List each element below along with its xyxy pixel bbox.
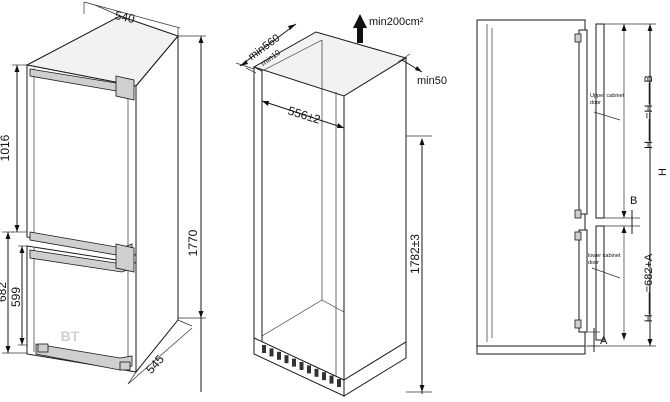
left-fridge-side xyxy=(135,34,179,374)
middle-cabinet-side xyxy=(343,57,407,381)
upper-door-label-line1: Upper cabinet xyxy=(590,93,625,99)
vent-slot xyxy=(337,379,341,387)
left-fridge-view: 540 1016 682 599 1770 545 xyxy=(0,1,206,392)
vent-slot xyxy=(277,351,281,360)
vent-slot xyxy=(322,372,326,381)
left-upper-door xyxy=(26,64,137,256)
middle-cabinet-left-panel xyxy=(253,66,263,343)
lower-door-label-line2: door xyxy=(588,260,599,266)
right-lower-door xyxy=(578,229,588,333)
vent-slot xyxy=(284,355,289,364)
middle-side-gap-label: min50 xyxy=(417,75,447,87)
vent-slot xyxy=(307,365,311,374)
right-mid-gap-label: B xyxy=(630,195,637,207)
right-upper-formula-label: H——=H——B xyxy=(643,75,655,149)
vent-up-arrow-icon xyxy=(353,14,367,43)
right-section-view: Upper cabinet door lower cabinet door B … xyxy=(476,19,669,355)
middle-inner-width-label: 556±2 xyxy=(286,104,322,127)
left-upper-height-label: 1016 xyxy=(0,134,12,161)
vent-slot xyxy=(262,345,266,353)
left-lower-height-a-label: 682 xyxy=(0,282,9,302)
right-bottom-gap-label: A xyxy=(600,335,608,347)
right-overall-label: H xyxy=(657,168,669,176)
middle-vent-area-label: min200cm² xyxy=(369,16,424,28)
upper-door-label-line2: door xyxy=(590,100,601,106)
lower-door-label-line1: lower cabinet xyxy=(588,253,621,259)
right-cabinet-body xyxy=(476,19,586,347)
middle-inner-height-label: 1782±3 xyxy=(408,234,422,274)
vent-grille xyxy=(262,345,341,387)
right-upper-door xyxy=(578,29,588,215)
middle-cabinet-plinth xyxy=(253,337,345,397)
right-lower-formula-label: H——=682+A xyxy=(643,253,655,322)
vent-slot xyxy=(292,358,296,367)
left-total-height-label: 1770 xyxy=(186,229,200,256)
left-lower-height-b-label: 599 xyxy=(9,287,23,307)
vent-slot xyxy=(329,375,334,384)
watermark-text: BT xyxy=(61,328,80,344)
vent-slot xyxy=(314,368,319,377)
middle-cabinet-view: min200cm² min560 min10 min50 556±2 1782±… xyxy=(235,14,447,397)
vent-slot xyxy=(269,348,274,357)
left-width-label: 540 xyxy=(114,8,137,26)
vent-slot xyxy=(299,362,304,370)
